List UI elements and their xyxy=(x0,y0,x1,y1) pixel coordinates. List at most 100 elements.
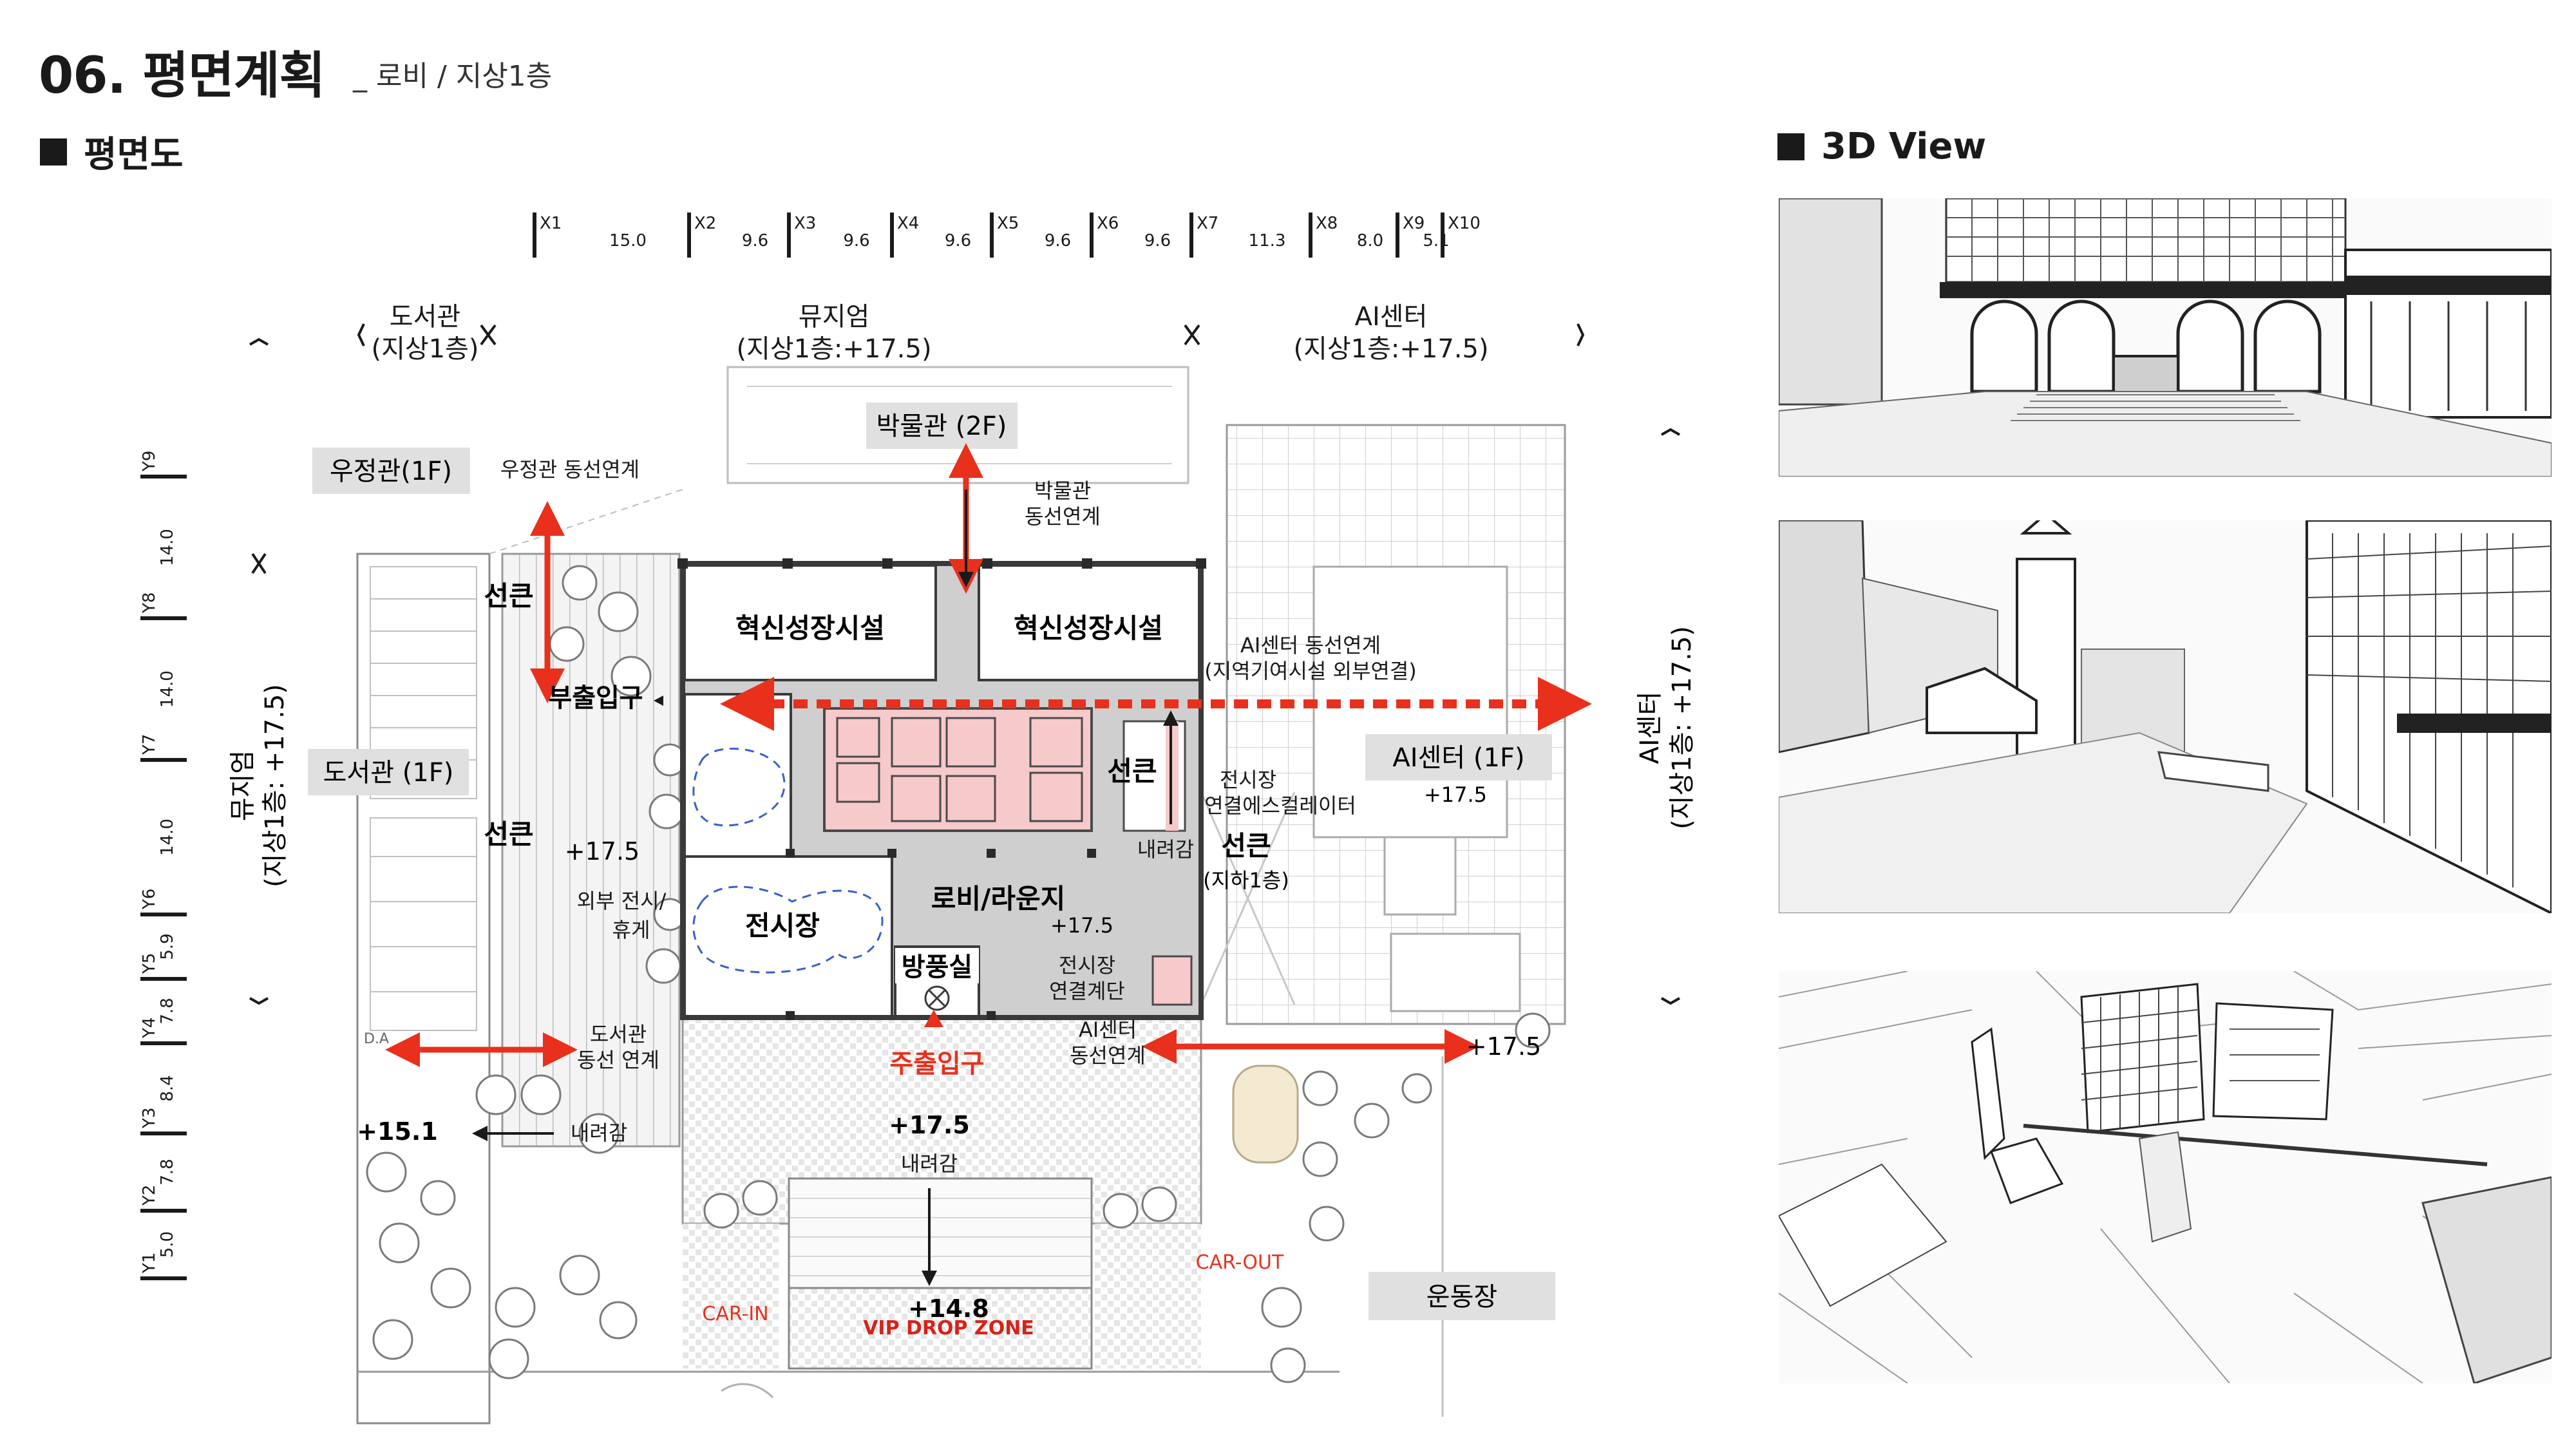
room-sunken-d-level: (지하1층) xyxy=(1203,868,1289,893)
room-sunken-d: 선큰 xyxy=(1221,830,1271,862)
grid-y-span: 7.8 xyxy=(158,998,177,1024)
note-down-b: 내려감 xyxy=(571,1121,627,1145)
note-down-c: 내려감 xyxy=(901,1151,958,1176)
right-side-name: AI센터 xyxy=(1635,692,1665,764)
note-library-link-2: 동선 연계 xyxy=(577,1048,659,1072)
exhibition-hall xyxy=(683,855,893,1018)
tag-windbreak: 방풍실 xyxy=(902,952,972,982)
grid-x-span: 11.3 xyxy=(1249,231,1286,251)
note-escalator-2: 연결에스컬레이터 xyxy=(1204,793,1356,818)
grid-y-label: Y5 xyxy=(140,953,159,974)
section-floor-plan-title: 평면도 xyxy=(84,134,184,176)
grid-x-span: 9.6 xyxy=(945,231,971,251)
grid-y-span: 14.0 xyxy=(158,819,177,856)
circulation-arrows xyxy=(385,443,1592,1067)
tag-museum-2f: 박물관 (2F) xyxy=(876,412,1007,441)
note-stair-1: 전시장 xyxy=(1059,953,1115,978)
3d-view-aerial xyxy=(1779,971,2552,1383)
context-library-level: (지상1층) xyxy=(371,334,478,364)
room-innovation-b: 혁신성장시설 xyxy=(1014,612,1163,644)
grid-x-label: X5 xyxy=(997,214,1019,233)
down-arrows xyxy=(472,489,1179,1286)
note-library-link-1: 도서관 xyxy=(590,1022,647,1046)
section-3d-view-title: 3D View xyxy=(1821,126,1987,167)
floor-plan-drawing: X1 15.0 X2 9.6 X3 9.6 X4 9.6 X5 9.6 X6 9.6 X7 11.3 X8 8… xyxy=(140,213,1697,1425)
note-ai-link2-1: AI센터 xyxy=(1079,1018,1137,1042)
grid-x-axis: X1 15.0 X2 9.6 X3 9.6 X4 9.6 X5 9.6 X6 9.6 X7 11.3 X8 8… xyxy=(533,213,1481,258)
room-sunken-a: 선큰 xyxy=(484,580,533,612)
grid-x-label: X7 xyxy=(1197,214,1218,233)
note-down-a: 내려감 xyxy=(1137,837,1194,862)
room-exhibition: 전시장 xyxy=(745,910,820,942)
grid-x-span: 9.6 xyxy=(1045,231,1071,251)
left-side-name: 뮤지엄 xyxy=(228,750,258,821)
grid-x-label: X4 xyxy=(897,214,919,233)
grid-y-span: 5.9 xyxy=(158,933,177,960)
context-dividers xyxy=(357,323,1585,346)
page-subtitle: _ 로비 / 지상1층 xyxy=(353,60,553,93)
note-ai-link2-2: 동선연계 xyxy=(1070,1043,1146,1068)
level-courtyard: +17.5 xyxy=(565,837,639,866)
section-3d-view: 3D View xyxy=(1777,126,1986,167)
grid-y-span: 8.4 xyxy=(158,1075,177,1101)
core-area xyxy=(823,707,1093,832)
tag-post-office: 우정관(1F) xyxy=(330,457,452,486)
label-sub-entrance: 부출입구 xyxy=(548,683,643,713)
tag-boxes: 우정관(1F) 박물관 (2F) 도서관 (1F) AI센터 (1F) 운동장 … xyxy=(308,402,1555,1320)
note-escalator-1: 전시장 xyxy=(1220,768,1276,792)
grid-x-span: 9.6 xyxy=(742,231,768,251)
tag-playground: 운동장 xyxy=(1426,1282,1497,1312)
grid-y-label: Y8 xyxy=(140,592,159,614)
grid-y-span: 7.8 xyxy=(158,1159,177,1185)
label-vip-zone: VIP DROP ZONE xyxy=(863,1317,1034,1340)
note-da: D.A xyxy=(364,1031,389,1047)
grid-x-span: 8.0 xyxy=(1357,231,1383,251)
grid-y-label: Y2 xyxy=(140,1185,159,1206)
room-innovation-a: 혁신성장시설 xyxy=(735,612,885,644)
context-ai-name: AI센터 xyxy=(1355,302,1428,332)
3d-view-front xyxy=(1779,198,2552,477)
level-west: +15.1 xyxy=(357,1117,438,1146)
label-main-entrance: 주출입구 xyxy=(889,1049,984,1079)
section-floor-plan: 평면도 xyxy=(40,126,184,178)
note-outdoor-2: 휴게 xyxy=(612,918,650,942)
grid-y-label: Y4 xyxy=(140,1018,159,1039)
left-side-level: (지상1층: +17.5) xyxy=(260,684,290,887)
level-ai-center: +17.5 xyxy=(1424,782,1487,807)
context-museum-name: 뮤지엄 xyxy=(799,302,869,332)
note-stair-2: 연결계단 xyxy=(1049,979,1125,1003)
grid-x-label: X10 xyxy=(1448,214,1481,233)
context-museum-level: (지상1층:+17.5) xyxy=(736,334,931,364)
grid-x-span: 9.6 xyxy=(843,231,869,251)
level-lobby: +17.5 xyxy=(1050,913,1113,938)
note-museum-link-2: 동선연계 xyxy=(1025,504,1101,529)
grid-x-label: X6 xyxy=(1097,214,1119,233)
note-outdoor-1: 외부 전시/ xyxy=(577,889,667,913)
grid-y-axis: Y914.0Y814.0Y714.0Y65.9Y57.8Y48.4Y37.8Y2… xyxy=(140,451,187,1280)
room-sunken-b: 선큰 xyxy=(1107,755,1157,787)
grid-y-span: 14.0 xyxy=(158,529,177,566)
innovation-room-a xyxy=(683,564,937,681)
tag-ai-center-1f: AI센터 (1F) xyxy=(1392,743,1524,773)
label-car-in: CAR-IN xyxy=(702,1303,768,1325)
grid-x-span: 9.6 xyxy=(1144,231,1171,251)
grid-x-label: X8 xyxy=(1316,214,1338,233)
grid-y-span: 5.0 xyxy=(158,1231,177,1258)
label-car-out: CAR-OUT xyxy=(1196,1251,1284,1274)
tag-library-1f: 도서관 (1F) xyxy=(323,758,454,788)
note-ai-link-1: AI센터 동선연계 xyxy=(1240,633,1381,658)
note-post-link: 우정관 동선연계 xyxy=(500,457,639,482)
grid-x-label: X3 xyxy=(794,214,816,233)
grid-y-span: 14.0 xyxy=(158,670,177,708)
context-library-name: 도서관 xyxy=(390,302,460,332)
level-plaza: +17.5 xyxy=(889,1111,970,1139)
note-museum-link-1: 박물관 xyxy=(1034,478,1091,503)
grid-y-label: Y1 xyxy=(140,1253,159,1274)
page-title: 06. 평면계획 xyxy=(39,47,325,105)
note-ai-link-2: (지역기여시설 외부연결) xyxy=(1204,659,1417,683)
grid-x-label: X2 xyxy=(694,214,716,233)
grid-y-label: Y7 xyxy=(140,734,159,755)
grid-x-label: X9 xyxy=(1403,214,1425,233)
grid-x-label: X1 xyxy=(540,214,562,233)
grid-x-span: 15.0 xyxy=(609,231,647,251)
